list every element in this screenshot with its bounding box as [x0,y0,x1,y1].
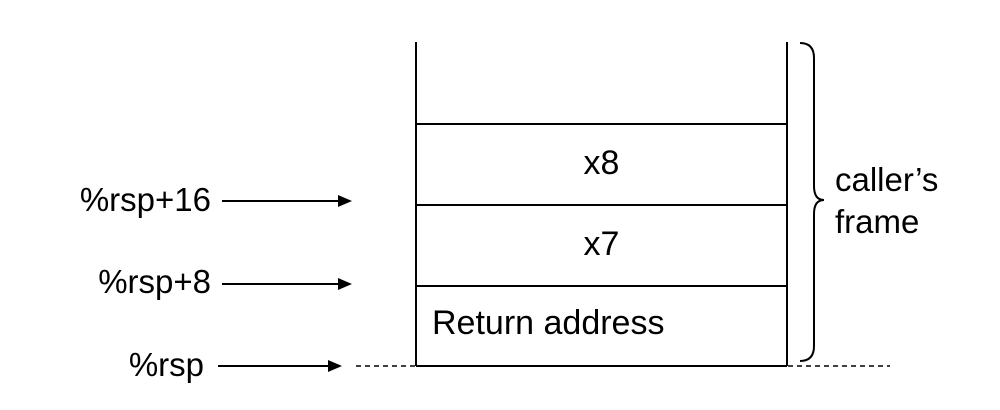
stack-cell-x8: x8 [583,144,620,182]
arrow-rsp [218,360,342,372]
stack-cell-return-address: Return address [432,304,665,342]
pointer-label-rsp: %rsp [128,346,204,383]
caller-frame-label-line2: frame [835,203,920,240]
caller-frame-label: caller’s frame [835,159,938,243]
pointer-label-rsp-8: %rsp+8 [98,263,211,300]
caller-frame-label-line1: caller’s [835,161,939,198]
caller-frame-brace [799,42,825,362]
arrow-rsp-16 [222,195,352,207]
pointer-label-rsp-16: %rsp+16 [79,181,211,218]
arrow-rsp-8 [222,278,352,290]
stack-cell-x7: x7 [583,225,620,263]
